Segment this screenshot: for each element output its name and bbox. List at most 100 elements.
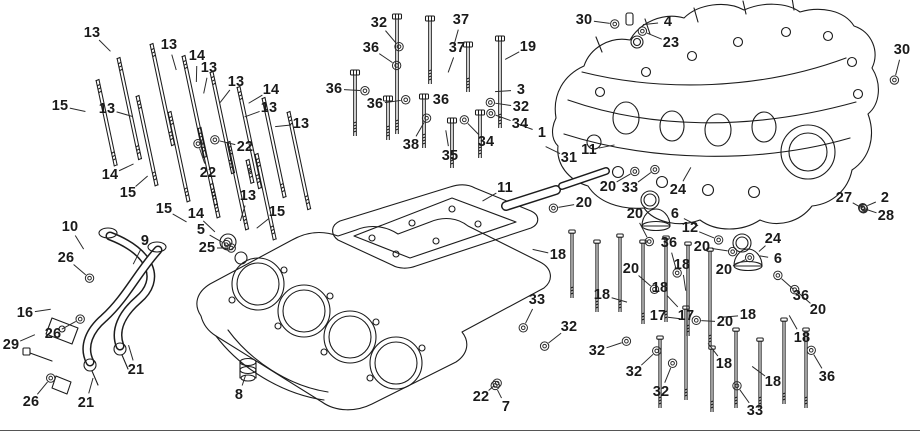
callout-13: 13 [260,99,278,116]
callout-20: 20 [575,194,593,211]
callout-32: 32 [625,363,643,380]
top-cover-drawing [332,184,539,269]
dowel-oring-drawing [625,12,644,49]
callout-15: 15 [51,97,69,114]
callout-37: 37 [452,11,470,28]
callout-13: 13 [98,100,116,117]
callout-21: 21 [77,394,95,411]
callout-7: 7 [501,398,511,415]
callout-1: 1 [537,124,547,141]
callout-15: 15 [119,184,137,201]
callout-13: 13 [160,36,178,53]
callout-38: 38 [402,136,420,153]
callout-6: 6 [670,205,680,222]
callout-20: 20 [716,313,734,330]
case-bolt-group [568,229,810,412]
leader-lines [19,19,901,404]
callout-33: 33 [621,179,639,196]
callout-18: 18 [793,329,811,346]
callout-11: 11 [581,141,597,158]
callout-26: 26 [44,325,62,342]
callout-30: 30 [893,41,911,58]
callout-14: 14 [188,47,206,64]
callout-13: 13 [239,187,257,204]
callout-32: 32 [652,383,670,400]
callout-18: 18 [715,355,733,372]
callout-18: 18 [549,246,567,263]
callout-10: 10 [61,218,79,235]
callout-34: 34 [511,115,529,132]
callout-32: 32 [512,98,530,115]
oil-pipe-drawing [501,167,610,211]
callout-26: 26 [57,249,75,266]
callout-18: 18 [651,279,669,296]
callout-14: 14 [101,166,119,183]
callout-36: 36 [792,287,810,304]
callout-11: 11 [497,179,513,196]
callout-6: 6 [773,250,783,267]
callout-20: 20 [626,205,644,222]
callout-19: 19 [519,38,537,55]
callout-17: 17 [677,307,695,324]
callout-27: 27 [835,189,853,206]
callout-4: 4 [663,13,673,30]
callout-22: 22 [199,164,217,181]
callout-20: 20 [715,261,733,278]
cylinder-block-drawing [196,217,551,411]
callout-20: 20 [693,238,711,255]
callout-25: 25 [198,239,216,256]
callout-5: 5 [196,221,206,238]
callout-2: 2 [880,189,890,206]
callout-24: 24 [669,181,687,198]
callout-24: 24 [764,230,782,247]
callout-14: 14 [187,205,205,222]
callout-36: 36 [660,234,678,251]
crankcase-drawing [551,0,879,230]
callout-36: 36 [366,95,384,112]
callout-36: 36 [432,91,450,108]
callout-33: 33 [528,291,546,308]
callout-36: 36 [325,80,343,97]
callout-9: 9 [140,232,150,249]
callout-28: 28 [877,207,895,224]
callout-31: 31 [560,149,578,166]
callout-26: 26 [22,393,40,410]
callout-13: 13 [83,24,101,41]
callout-18: 18 [739,306,757,323]
stud-group [95,42,312,241]
callout-20: 20 [809,301,827,318]
callout-21: 21 [127,361,145,378]
callout-15: 15 [155,200,173,217]
callout-30: 30 [575,11,593,28]
callout-13: 13 [200,59,218,76]
callout-34: 34 [477,133,495,150]
callout-22: 22 [236,138,254,155]
callout-36: 36 [818,368,836,385]
hex-bolt-group [349,13,506,168]
callout-37: 37 [448,39,466,56]
callout-32: 32 [588,342,606,359]
callout-15: 15 [268,203,286,220]
callout-18: 18 [593,286,611,303]
callout-14: 14 [262,81,280,98]
callout-8: 8 [234,386,244,403]
callout-29: 29 [2,336,20,353]
callout-13: 13 [227,73,245,90]
callout-16: 16 [16,304,34,321]
callout-33: 33 [746,402,764,419]
callout-35: 35 [441,147,459,164]
callout-32: 32 [370,14,388,31]
callout-3: 3 [516,81,526,98]
callout-17: 17 [649,307,667,324]
callout-32: 32 [560,318,578,335]
callout-22: 22 [472,388,490,405]
orifice-stack-drawing [239,357,257,382]
callout-23: 23 [662,34,680,51]
callout-20: 20 [599,178,617,195]
callout-13: 13 [292,115,310,132]
callout-18: 18 [764,373,782,390]
breather-hose-drawing [82,227,167,386]
callout-36: 36 [362,39,380,56]
